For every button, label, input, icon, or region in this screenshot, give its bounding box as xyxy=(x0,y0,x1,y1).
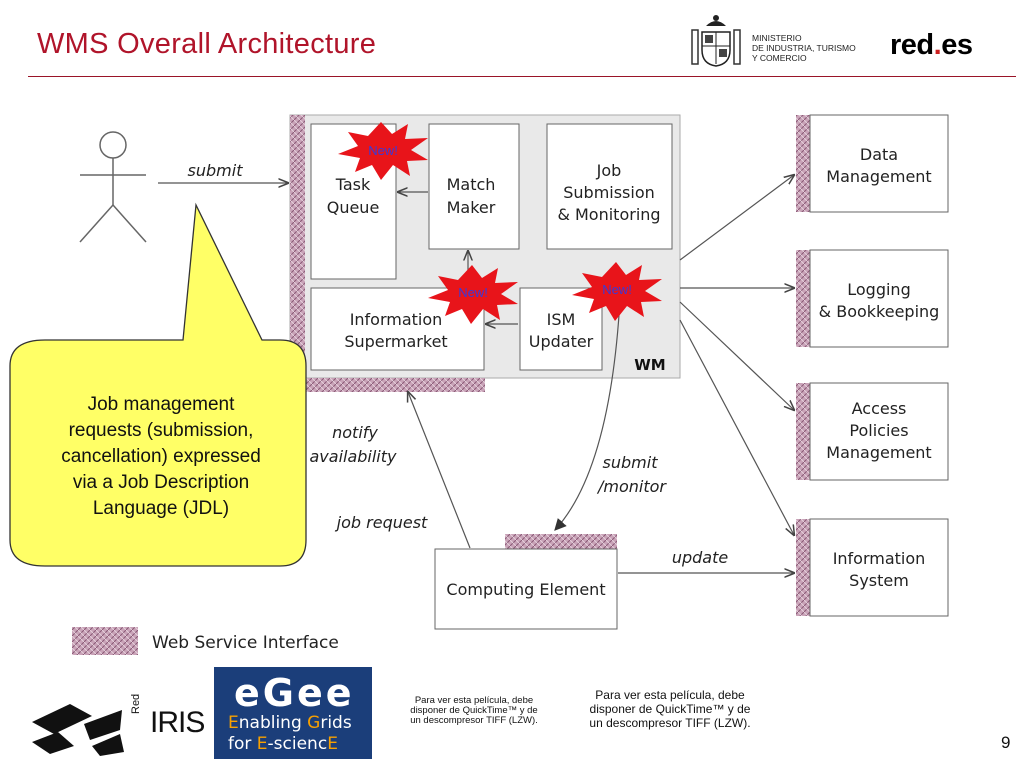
ism-updater-label: ISM xyxy=(547,310,576,329)
callout-line: cancellation) expressed xyxy=(61,446,261,467)
diagram-arrows xyxy=(158,175,794,573)
egee-tag-part: G xyxy=(307,713,321,733)
ministry-label: MINISTERIO DE INDUSTRIA, TURISMO Y COMER… xyxy=(752,33,882,63)
ministry-line: DE INDUSTRIA, TURISMO xyxy=(752,43,856,53)
information-system-label: Information xyxy=(833,549,926,568)
new-badge-task-queue: New! xyxy=(338,122,428,180)
quicktime-line: un descompresor TIFF (LZW). xyxy=(410,715,538,726)
callout-line: Job management xyxy=(87,394,235,415)
match-maker-label: Match xyxy=(447,175,496,194)
availability-edge-label: availability xyxy=(309,447,397,466)
data-management-box: Data Management xyxy=(796,114,949,213)
access-policies-label: Policies xyxy=(849,421,908,440)
ism-updater-label: Updater xyxy=(529,332,594,351)
callout-line: via a Job Description xyxy=(72,472,250,493)
job-submission-box: Job Submission & Monitoring xyxy=(546,123,673,250)
logging-bookkeeping-box: Logging & Bookkeeping xyxy=(796,249,949,348)
egee-logo: eGee Enabling Grids for E-sciencE xyxy=(214,667,372,759)
information-supermarket-label: Supermarket xyxy=(344,332,447,351)
job-submission-label: Job xyxy=(596,161,622,180)
update-edge-label: update xyxy=(672,548,729,567)
rediris-label: IRIS xyxy=(150,706,205,739)
information-system-box: Information System xyxy=(796,518,949,617)
new-badge-supermarket: New! xyxy=(428,265,518,324)
jdl-callout-bubble xyxy=(9,202,307,567)
wm-label: WM xyxy=(634,356,665,374)
wm-to-access-arrow xyxy=(679,301,794,410)
data-management-label: Management xyxy=(826,167,931,186)
information-supermarket-label: Information xyxy=(350,310,443,329)
new-badge-label: New! xyxy=(458,285,488,300)
submit-edge-label: submit xyxy=(188,161,244,180)
computing-element-box: Computing Element xyxy=(434,534,618,630)
data-management-label: Data xyxy=(860,145,898,164)
egee-tag-part: for xyxy=(228,734,257,754)
legend-swatch xyxy=(72,627,138,655)
egee-tag-part: E xyxy=(256,734,268,754)
quicktime-placeholder-small: Para ver esta película, debe disponer de… xyxy=(384,696,564,726)
slide-title: WMS Overall Architecture xyxy=(37,28,377,60)
quicktime-line: Para ver esta película, debe xyxy=(595,688,745,702)
task-queue-label: Queue xyxy=(327,198,380,217)
access-policies-label: Management xyxy=(826,443,931,462)
egee-tagline-line2: for E-sciencE xyxy=(228,734,338,754)
quicktime-line: disponer de QuickTime™ y de xyxy=(410,705,538,716)
page-number: 9 xyxy=(1001,733,1011,752)
wm-to-data-arrow xyxy=(679,175,794,261)
quicktime-line: un descompresor TIFF (LZW). xyxy=(589,716,751,730)
callout-line: Language (JDL) xyxy=(92,498,230,519)
submit-monitor-arrow xyxy=(554,299,621,531)
notify-availability-arrow xyxy=(408,392,471,549)
egee-tag-part: nabling xyxy=(238,713,308,733)
egee-tag-part: E xyxy=(228,713,239,733)
egee-tag-part: rids xyxy=(320,713,352,733)
submit-monitor-edge-label: /monitor xyxy=(596,477,667,496)
user-actor-icon xyxy=(79,131,147,243)
new-badge-ism: New! xyxy=(572,262,662,321)
match-maker-box: Match Maker xyxy=(428,123,520,250)
brand-dot: . xyxy=(933,29,942,61)
new-badge-label: New! xyxy=(602,282,632,297)
new-badge-label: New! xyxy=(368,143,398,158)
access-policies-label: Access xyxy=(852,399,907,418)
legend-label: Web Service Interface xyxy=(152,633,339,653)
red-es-logo: red.es xyxy=(890,29,973,62)
ministry-line: Y COMERCIO xyxy=(752,53,807,63)
submit-monitor-edge-label: submit xyxy=(603,453,659,472)
brand-suffix: es xyxy=(941,29,973,61)
logging-bookkeeping-label: & Bookkeeping xyxy=(819,302,940,321)
quicktime-placeholder-large: Para ver esta película, debe disponer de… xyxy=(570,688,770,730)
callout-line: requests (submission, xyxy=(68,420,254,441)
task-queue-label: Task xyxy=(335,175,371,194)
jdl-callout-text: Job management requests (submission, can… xyxy=(30,392,292,522)
rediris-red-label: Red xyxy=(130,693,142,714)
legend: Web Service Interface xyxy=(72,627,339,655)
job-submission-label: & Monitoring xyxy=(557,205,660,224)
information-system-label: System xyxy=(849,571,909,590)
coat-of-arms-icon xyxy=(691,15,741,67)
computing-element-label: Computing Element xyxy=(446,580,605,599)
job-submission-label: Submission xyxy=(563,183,655,202)
wm-to-infosys-arrow xyxy=(679,319,794,535)
access-policies-box: Access Policies Management xyxy=(796,382,949,481)
egee-wordmark: eGee xyxy=(234,671,355,715)
egee-tagline-line1: Enabling Grids xyxy=(228,713,352,733)
rediris-logo-icon xyxy=(32,704,124,756)
quicktime-line: disponer de QuickTime™ y de xyxy=(589,702,751,716)
ministry-line: MINISTERIO xyxy=(752,33,802,43)
header-divider xyxy=(28,76,1016,77)
logging-bookkeeping-label: Logging xyxy=(847,280,910,299)
brand-prefix: red xyxy=(890,29,934,61)
ism-updater-box: ISM Updater xyxy=(519,287,603,371)
egee-tag-part: E xyxy=(327,734,338,754)
egee-tag-part: -scienc xyxy=(267,734,328,754)
notify-edge-label: notify xyxy=(332,423,378,442)
job-request-edge-label: job request xyxy=(335,513,428,532)
match-maker-label: Maker xyxy=(447,198,496,217)
quicktime-line: Para ver esta película, debe xyxy=(414,695,534,706)
